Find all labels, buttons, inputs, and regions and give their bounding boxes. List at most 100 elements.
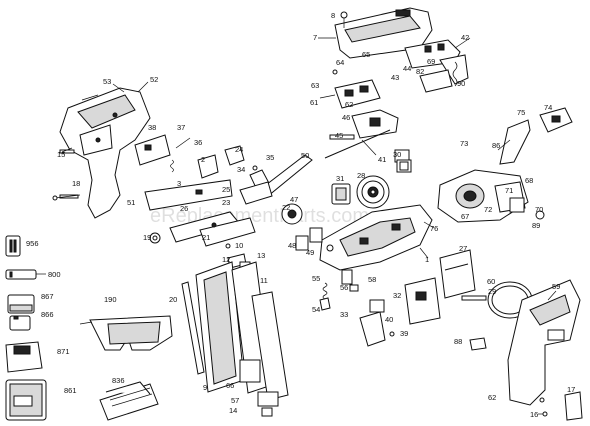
callout-86: 86	[492, 141, 500, 150]
callout-61: 61	[310, 98, 318, 107]
callout-48: 48	[288, 241, 296, 250]
callout-1: 1	[425, 255, 429, 264]
callout-16: 16	[530, 410, 538, 419]
callout-45: 45	[335, 131, 343, 140]
callout-64: 64	[336, 58, 344, 67]
callout-28: 28	[357, 171, 365, 180]
callout-19: 19	[143, 233, 151, 242]
callout-62: 62	[345, 100, 353, 109]
callout-51: 51	[127, 198, 135, 207]
callout-32: 32	[393, 291, 401, 300]
safety-glasses-190	[79, 315, 173, 351]
main-frame-1	[319, 204, 433, 271]
callout-33: 33	[340, 310, 348, 319]
callout-43: 43	[391, 73, 399, 82]
driver-blade-46	[324, 109, 410, 163]
spring-19	[149, 232, 161, 244]
pad-88	[469, 337, 487, 351]
callout-47: 47	[290, 195, 298, 204]
housing-left-52	[59, 87, 151, 219]
callout-71: 71	[505, 186, 513, 195]
callout-41: 41	[378, 155, 386, 164]
callout-23: 23	[222, 198, 230, 207]
callout-18: 18	[72, 179, 80, 188]
callout-58: 58	[368, 275, 376, 284]
callout-42: 42	[461, 33, 469, 42]
callout-90: 90	[457, 79, 465, 88]
callout-54: 54	[312, 305, 320, 314]
callout-65: 65	[362, 50, 370, 59]
callout-9: 9	[203, 383, 207, 392]
leader-lines	[61, 37, 557, 301]
magazine-latch-37	[134, 134, 174, 173]
kit-box-861	[5, 379, 47, 421]
callout-39: 39	[400, 329, 408, 338]
solenoid-31	[331, 183, 351, 205]
bracket-51	[144, 179, 233, 211]
trigger-block-33	[359, 299, 395, 347]
nails-836	[99, 381, 159, 421]
callout-38: 38	[148, 123, 156, 132]
callout-800: 800	[48, 270, 61, 279]
callout-69: 69	[427, 57, 435, 66]
callout-956: 956	[26, 239, 39, 248]
callout-37: 37	[177, 123, 185, 132]
callout-2: 2	[201, 155, 205, 164]
callout-70: 70	[535, 205, 543, 214]
callout-82: 82	[416, 67, 424, 76]
callout-36: 36	[194, 138, 202, 147]
callout-89: 89	[532, 221, 540, 230]
callout-62b: 62	[488, 393, 496, 402]
callout-34: 34	[237, 165, 245, 174]
battery-800	[5, 269, 46, 280]
motor-bracket-74	[539, 107, 573, 133]
blocks-48-49	[295, 227, 323, 251]
callout-68: 68	[525, 176, 533, 185]
top-cover-assembly	[334, 7, 433, 59]
callout-21: 21	[202, 233, 210, 242]
battery-cover-17	[564, 391, 583, 421]
callout-27: 27	[459, 244, 467, 253]
callout-57: 57	[231, 396, 239, 405]
link-assembly-26	[169, 211, 256, 247]
callout-75: 75	[517, 108, 525, 117]
callout-55: 55	[312, 274, 320, 283]
callout-35: 35	[266, 153, 274, 162]
callout-29: 29	[488, 287, 496, 296]
switch-32	[404, 277, 441, 325]
callout-7: 7	[313, 33, 317, 42]
callout-63: 63	[311, 81, 319, 90]
trigger-links-63	[319, 69, 381, 109]
callout-13: 13	[257, 251, 265, 260]
fuel-cell-867-866	[7, 294, 35, 331]
callout-74: 74	[544, 103, 552, 112]
callout-866: 866	[41, 310, 54, 319]
callout-17: 17	[567, 385, 575, 394]
callout-56: 56	[340, 283, 348, 292]
callout-31: 31	[336, 174, 344, 183]
callout-52: 52	[150, 75, 158, 84]
callout-190: 190	[104, 295, 117, 304]
callout-12: 12	[222, 255, 230, 264]
rail-20	[181, 281, 205, 375]
handle-housing-62	[507, 279, 581, 406]
callout-60: 60	[487, 277, 495, 286]
callout-73: 73	[460, 139, 468, 148]
callout-10: 10	[235, 241, 243, 250]
callout-46: 46	[342, 113, 350, 122]
callout-14: 14	[229, 406, 237, 415]
callout-40: 40	[385, 315, 393, 324]
callout-15: 15	[57, 150, 65, 159]
gear-47	[281, 203, 303, 225]
callout-30: 30	[393, 150, 401, 159]
callout-59: 59	[552, 282, 560, 291]
callout-67: 67	[461, 212, 469, 221]
pivot-assembly-42	[404, 39, 469, 93]
callout-44: 44	[403, 64, 411, 73]
support-27	[439, 249, 476, 299]
callout-72: 72	[484, 205, 492, 214]
flywheel-28	[356, 175, 390, 209]
callout-3: 3	[177, 179, 181, 188]
callout-867: 867	[41, 292, 54, 301]
